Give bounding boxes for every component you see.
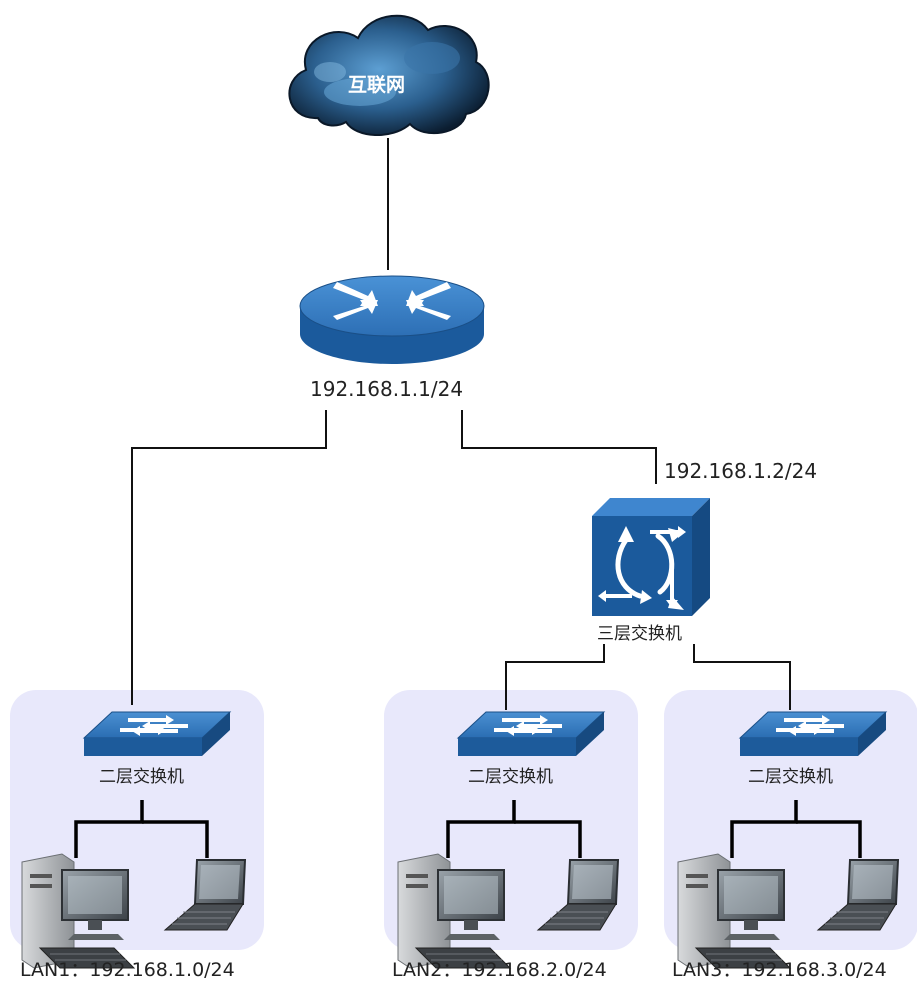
l3-switch-ip-label: 192.168.1.2/24 [664, 459, 817, 483]
router-icon [299, 275, 485, 364]
lan2-label: LAN2：192.168.2.0/24 [392, 959, 607, 981]
l2-switch-label: 二层交换机 [748, 767, 833, 787]
l3-switch-icon [592, 498, 710, 616]
desktop-pc-icon [677, 853, 791, 969]
lan1-group: 二层交换机 [21, 711, 246, 969]
wire-router-l3 [461, 410, 657, 484]
router-ip-label: 192.168.1.1/24 [310, 377, 463, 401]
lan1-label: LAN1：192.168.1.0/24 [20, 959, 235, 981]
wire-l3-lan2 [505, 644, 605, 710]
wire-l3-lan3 [693, 644, 791, 710]
internet-label: 互联网 [348, 74, 405, 96]
lan3-label: LAN3：192.168.3.0/24 [672, 959, 887, 981]
lan2-group: 二层交换机 [397, 711, 619, 969]
internet-cloud-icon [288, 14, 490, 137]
l2-switch-icon [457, 711, 605, 757]
lan-bus-line [446, 800, 516, 858]
wire-router-lan1 [131, 410, 327, 705]
desktop-pc-icon [397, 853, 511, 969]
l3-switch-label: 三层交换机 [597, 624, 682, 644]
wires [131, 138, 791, 710]
l2-switch-icon [83, 711, 231, 757]
l2-switch-label: 二层交换机 [99, 767, 184, 787]
l2-switch-icon [739, 711, 887, 757]
l2-switch-label: 二层交换机 [468, 767, 553, 787]
lan-bus-line [730, 800, 798, 858]
lan-bus-line [74, 800, 144, 858]
lan3-group: 二层交换机 [677, 711, 899, 969]
desktop-pc-icon [21, 853, 135, 969]
